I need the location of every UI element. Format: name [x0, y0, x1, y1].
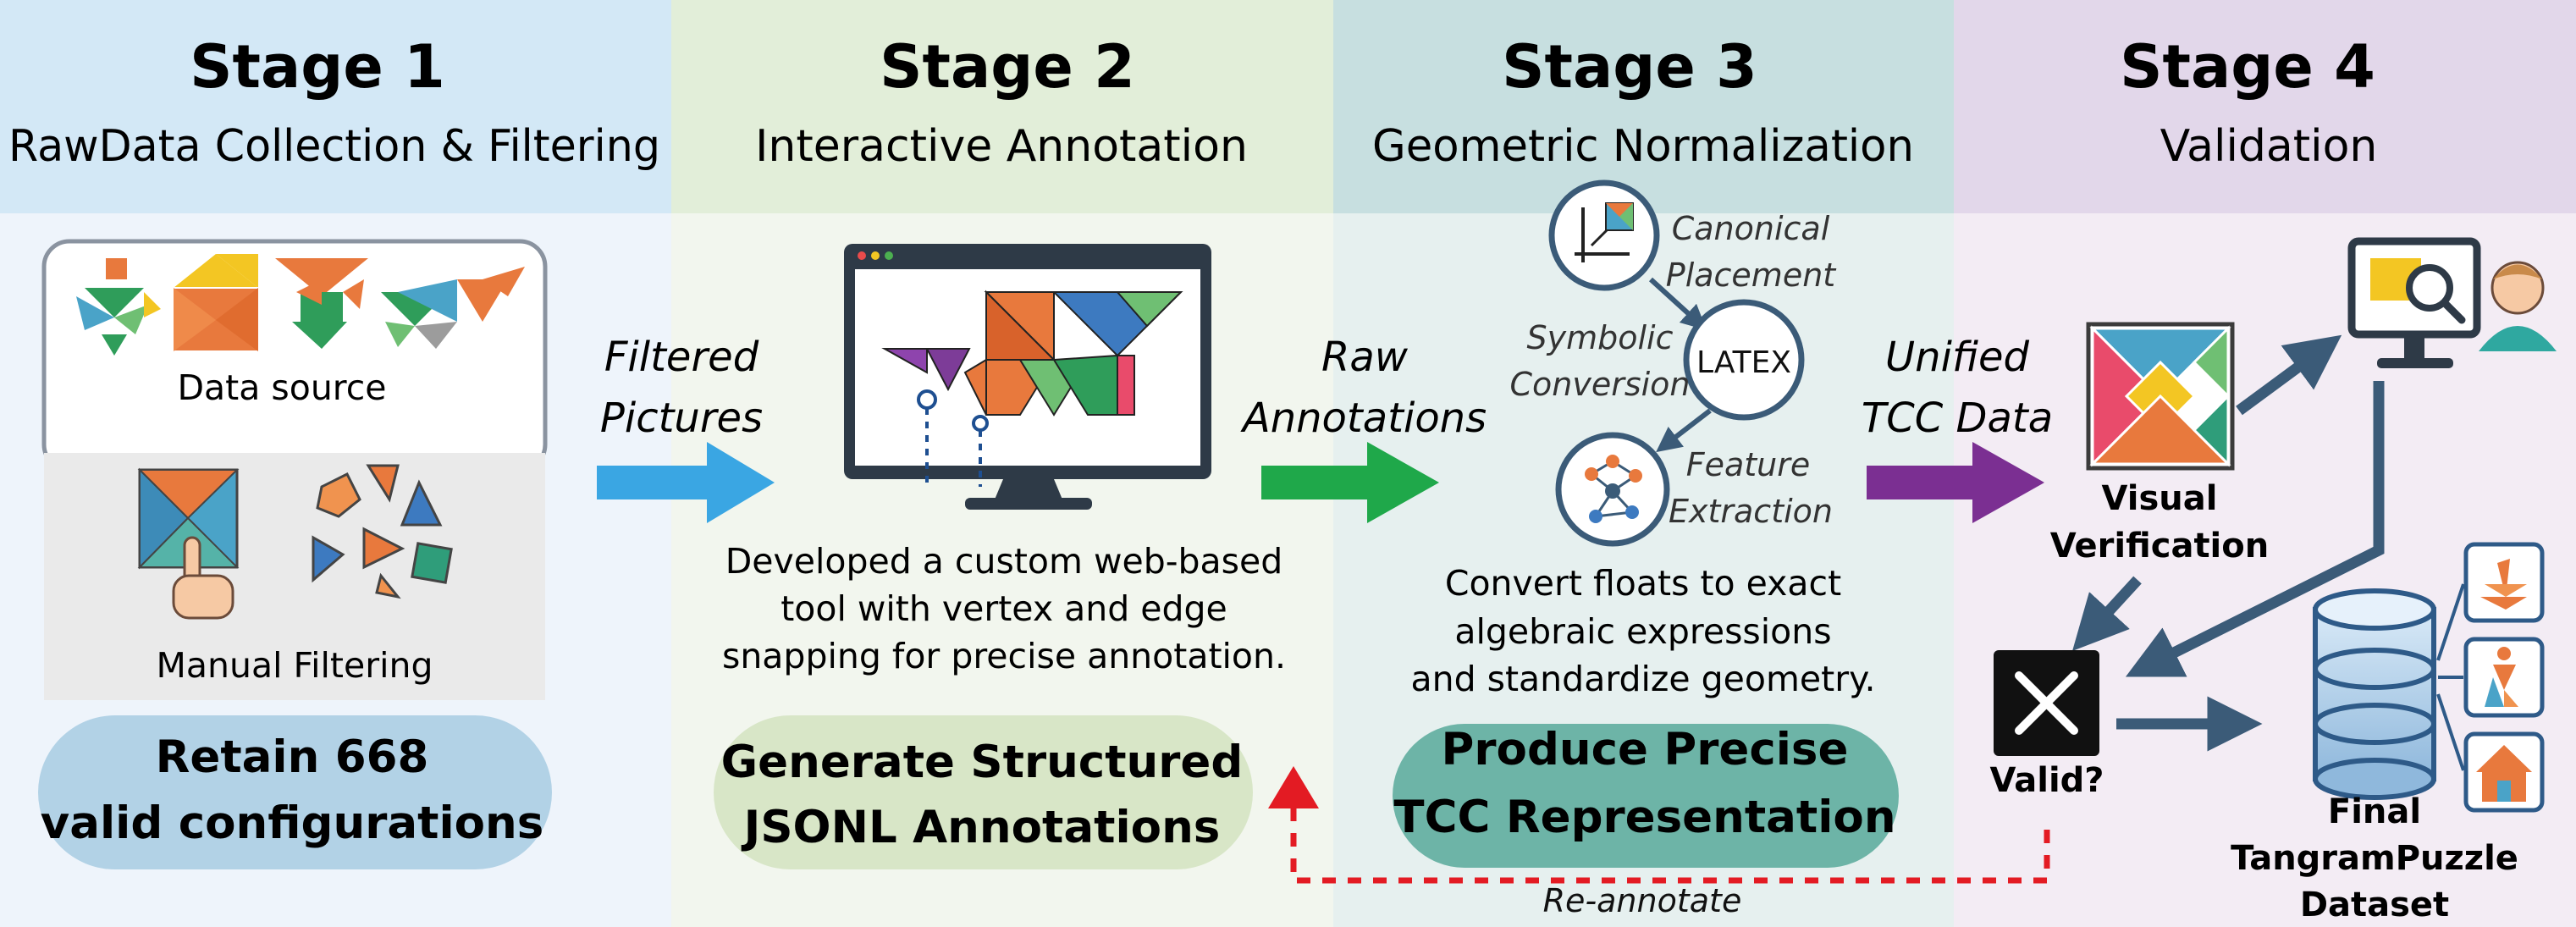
stage4-subtitle: Validation — [2160, 121, 2378, 172]
window-dot-red — [858, 251, 866, 260]
tangram-fish-icon — [881, 290, 1183, 417]
dataset-branch-lines — [2436, 583, 2465, 771]
raw-annotations-arrow: Raw Annotations — [1240, 334, 1487, 523]
final-dataset-line1: Final — [2328, 792, 2421, 831]
tangram-verify-tile-icon — [2086, 322, 2235, 471]
tangram-square-icon — [137, 467, 240, 570]
tangram-fox-icon — [381, 267, 525, 349]
stage3-desc-line3: and standardize geometry. — [1410, 659, 1875, 699]
vertex-marker-1 — [917, 389, 937, 410]
visual-verification-line1: Visual — [2102, 479, 2218, 518]
generate-pill-line2: JSONL Annotations — [742, 802, 1221, 853]
database-icon — [2313, 588, 2436, 800]
generate-pill: Generate Structured JSONL Annotations — [714, 715, 1253, 869]
filtered-pictures-arrow: Filtered Pictures — [597, 334, 775, 523]
final-dataset-line2: TangramPuzzle — [2231, 839, 2518, 878]
window-dot-yellow — [871, 251, 880, 260]
house-thumb-icon — [2463, 731, 2545, 813]
stage2-desc-line1: Developed a custom web-based — [725, 541, 1283, 582]
pointing-hand-icon — [172, 536, 234, 620]
stage2-subtitle: Interactive Annotation — [755, 121, 1248, 172]
green-arrow-shape — [1261, 442, 1439, 523]
swan-thumb-icon — [2463, 542, 2545, 623]
tangram-bird-icon — [76, 258, 161, 356]
stage3-header-bg — [1333, 0, 1954, 213]
canonical-line2: Placement — [1666, 257, 1838, 294]
symbolic-line2: Conversion — [1509, 366, 1690, 403]
window-dot-green — [885, 251, 893, 260]
valid-label: Valid? — [1989, 761, 2104, 800]
raw-annotations-line1: Raw — [1321, 334, 1409, 381]
feature-extraction-node — [1555, 432, 1670, 547]
stage3-desc-line1: Convert floats to exact — [1445, 563, 1841, 604]
canonical-placement-node — [1548, 179, 1660, 291]
monitor-stand — [995, 479, 1062, 499]
monitor-base — [965, 498, 1092, 510]
stage2-title: Stage 2 — [880, 32, 1135, 102]
link-latex-feature — [1656, 408, 1712, 453]
normalization-network: Canonical Placement LATEX Symbolic Conve… — [1509, 179, 1838, 547]
symbolic-line1: Symbolic — [1526, 319, 1673, 356]
stage2-desc-line3: snapping for precise annotation. — [722, 636, 1286, 676]
tangram-figure-icon — [275, 258, 368, 349]
stage2-desc-line2: tool with vertex and edge — [781, 588, 1227, 629]
person-thumb-icon — [2463, 637, 2545, 718]
generate-pill-line1: Generate Structured — [721, 737, 1244, 788]
stage4-header-bg — [1954, 0, 2576, 213]
canonical-line1: Canonical — [1672, 210, 1830, 247]
data-source-label: Data source — [177, 367, 386, 408]
produce-pill-line2: TCC Representation — [1393, 792, 1895, 843]
unified-tcc-line1: Unified — [1885, 334, 2029, 381]
produce-pill: Produce Precise TCC Representation — [1393, 724, 1899, 868]
manual-filtering-label: Manual Filtering — [157, 645, 433, 686]
feature-line1: Feature — [1686, 446, 1811, 483]
feature-line2: Extraction — [1669, 493, 1833, 530]
manual-filtering-box: Manual Filtering — [44, 453, 545, 700]
tangram-house-icon — [173, 254, 259, 352]
stage1-title: Stage 1 — [190, 32, 445, 102]
inspector-monitor-icon — [2347, 237, 2481, 368]
valid-check-icon — [1994, 650, 2099, 756]
raw-annotations-line2: Annotations — [1240, 395, 1487, 442]
reannotate-loop: Re-annotate — [1268, 766, 2050, 919]
latex-label: LATEX — [1696, 345, 1791, 380]
produce-pill-line1: Produce Precise — [1442, 724, 1849, 775]
arrow-tile-to-monitor — [2236, 334, 2342, 416]
stage3-subtitle: Geometric Normalization — [1372, 121, 1914, 172]
retain-pill-line2: valid configurations — [41, 797, 544, 849]
unified-tcc-arrow: Unified TCC Data — [1862, 334, 2053, 523]
reannotate-arrowhead — [1268, 766, 1319, 808]
retain-pill-line1: Retain 668 — [156, 731, 429, 783]
arrow-visual-to-valid — [2072, 576, 2142, 651]
stage2-header-bg — [671, 0, 1333, 213]
stage3-desc-line2: algebraic expressions — [1454, 611, 1831, 652]
blue-arrow-shape — [597, 442, 775, 523]
latex-node: LATEX — [1683, 299, 1805, 421]
stage1-subtitle: RawData Collection & Filtering — [8, 121, 660, 172]
scattered-pieces-icon — [312, 464, 453, 599]
link-canonical-latex — [1648, 277, 1707, 331]
data-source-box: Data source — [41, 239, 548, 472]
filtered-pictures-line2: Pictures — [600, 395, 763, 442]
final-dataset-line3: Dataset — [2300, 886, 2449, 924]
monitor-illustration — [844, 244, 1211, 510]
purple-arrow-shape — [1867, 442, 2044, 523]
stage4-title: Stage 4 — [2120, 32, 2375, 102]
retain-pill: Retain 668 valid configurations — [38, 715, 552, 869]
arrow-monitor-to-valid — [2125, 381, 2385, 677]
reannotate-label: Re-annotate — [1543, 882, 1742, 919]
filtered-pictures-line1: Filtered — [604, 334, 759, 381]
stage3-title: Stage 3 — [1502, 32, 1757, 102]
reviewer-avatar — [2479, 261, 2557, 351]
unified-tcc-line2: TCC Data — [1862, 395, 2053, 442]
reannotate-dashed-line — [1290, 804, 2050, 884]
visual-verification-line2: Verification — [2050, 527, 2269, 566]
vertex-marker-2 — [972, 415, 989, 432]
stage1-header-bg — [0, 0, 671, 213]
